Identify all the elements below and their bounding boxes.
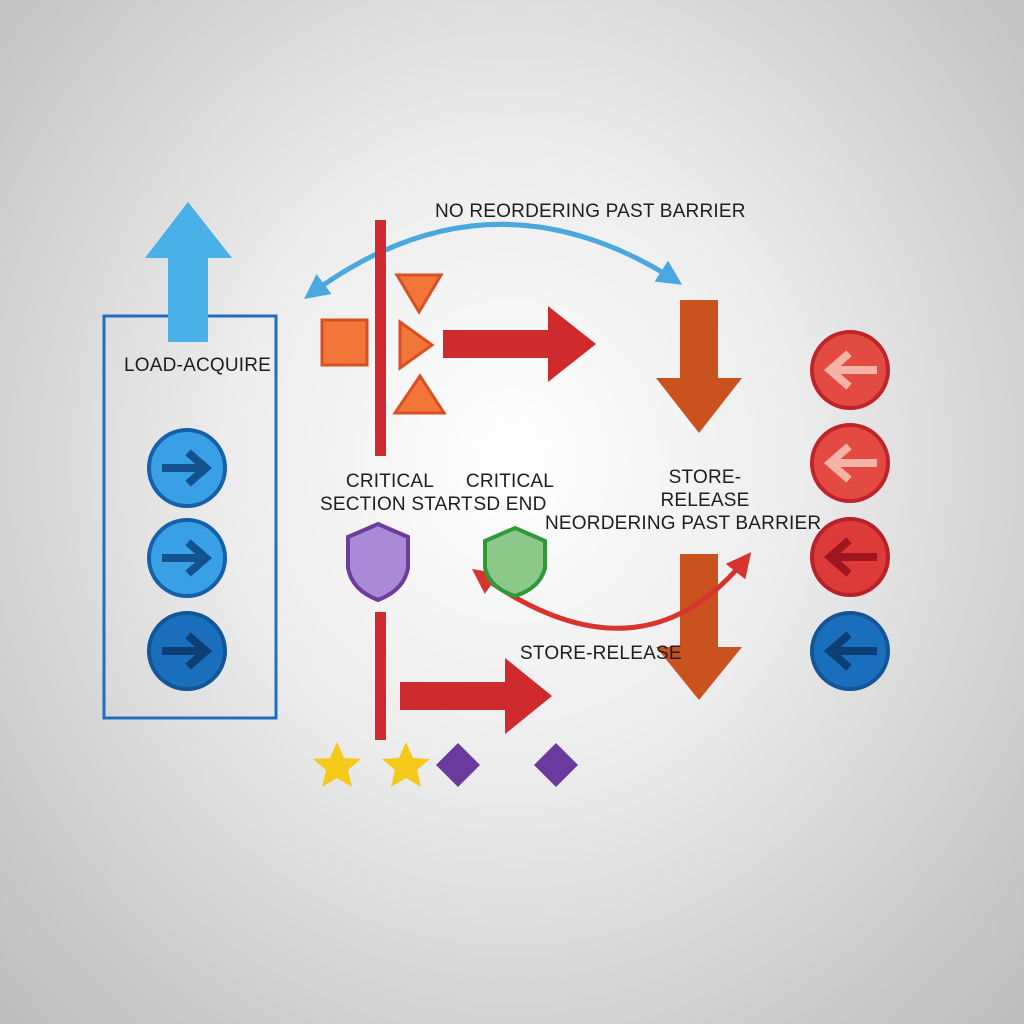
critical-section-start-label: CRITICAL SECTION START: [320, 470, 473, 516]
critical-end-line-1: CRITICAL: [465, 471, 555, 492]
rust-down-arrow-lower: [656, 554, 742, 700]
orange-triangle-down-icon: [394, 273, 444, 315]
purple-diamond-icon-1: [436, 743, 480, 787]
yellow-star-icon-2: [382, 742, 430, 787]
critical-start-line-1: CRITICAL: [345, 471, 435, 492]
store-release-bottom-label: STORE-RELEASE: [520, 643, 682, 664]
purple-shield-icon: [346, 521, 410, 603]
red-right-arrow-lower: [400, 658, 552, 734]
top-reorder-arc: [303, 221, 683, 299]
store-release-right-label: STORE- RELEASE: [650, 466, 760, 512]
critical-section-end-label: CRITICAL SD END: [460, 470, 560, 516]
top-reorder-note: NO REORDERING PAST BARRIER: [435, 201, 746, 222]
release-row-icon-1: [810, 330, 890, 410]
orange-square-icon: [320, 318, 369, 367]
store-release-right-line-1: STORE-: [668, 467, 742, 488]
release-row-icon-3: [810, 517, 890, 597]
load-row-icon-2: [147, 518, 227, 598]
rust-down-arrow-upper: [656, 300, 742, 433]
store-release-right-line-2: RELEASE: [660, 490, 750, 511]
load-row-icon-1: [147, 428, 227, 508]
purple-diamond-icon-2: [534, 743, 578, 787]
release-row-icon-4: [810, 611, 890, 691]
orange-triangle-up-icon: [392, 373, 447, 415]
barrier-line-upper: [375, 220, 386, 456]
up-arrow-icon: [145, 202, 232, 342]
red-right-arrow-upper: [443, 306, 596, 382]
load-acquire-label: LOAD-ACQUIRE: [124, 355, 272, 376]
green-shield-icon: [483, 525, 547, 599]
lower-reorder-note: NEORDERING PAST BARRIER: [545, 513, 822, 534]
orange-triangle-right-icon: [398, 319, 435, 371]
critical-start-line-2: SECTION START: [320, 494, 473, 515]
lower-reorder-arc: [471, 552, 752, 631]
yellow-star-icon-1: [313, 742, 361, 787]
release-row-icon-2: [810, 423, 890, 503]
load-row-icon-3: [147, 611, 227, 691]
barrier-line-lower: [375, 612, 386, 740]
critical-end-line-2: SD END: [473, 494, 547, 515]
